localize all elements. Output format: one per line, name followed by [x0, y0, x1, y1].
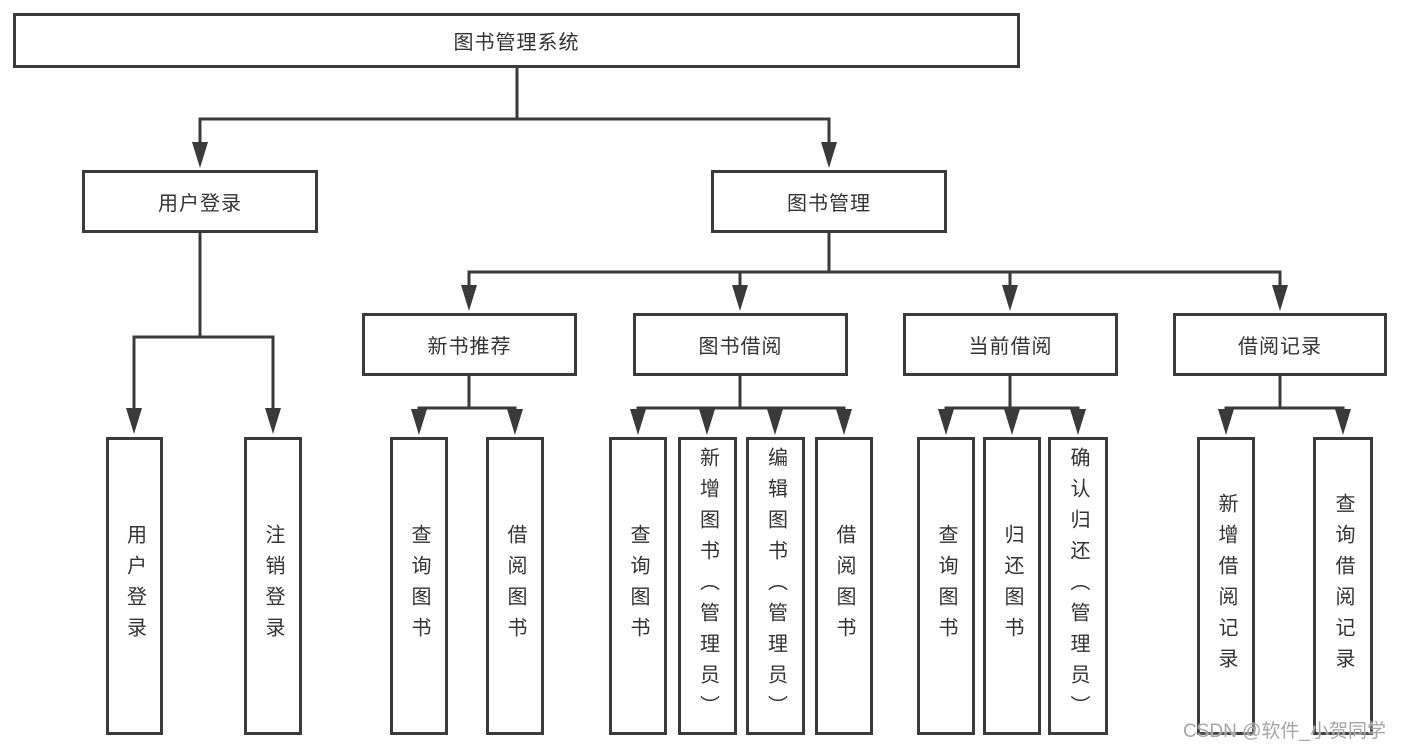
node-leaf-confirm-return-admin: 确认归还（管理员）	[1048, 437, 1108, 735]
arrowhead-icon	[411, 409, 427, 435]
arrowhead-icon	[126, 408, 142, 434]
arrowhead-icon	[1335, 409, 1351, 435]
node-leaf-logout: 注销登录	[244, 437, 302, 735]
node-new-book-recommend: 新书推荐	[362, 313, 577, 376]
node-label: 注销登录	[262, 524, 284, 648]
arrowhead-icon	[938, 409, 954, 435]
node-label: 确认归还（管理员）	[1067, 446, 1089, 726]
csdn-watermark: CSDN @软件_小贺同学	[1183, 721, 1386, 742]
node-label: 用户登录	[158, 193, 242, 215]
node-label: 图书管理	[787, 193, 871, 215]
connector-records-to-leaves	[1218, 374, 1351, 435]
node-label: 查询图书	[627, 524, 649, 648]
node-leaf-query-books-borrowing: 查询图书	[609, 437, 667, 735]
arrowhead-icon	[192, 142, 208, 168]
connector-borrow-to-leaves	[630, 374, 852, 435]
arrowhead-icon	[821, 142, 837, 168]
arrowhead-icon	[1002, 285, 1018, 311]
node-leaf-query-books-current: 查询图书	[917, 437, 975, 735]
arrowhead-icon	[732, 285, 748, 311]
arrowhead-icon	[1218, 409, 1234, 435]
arrowhead-icon	[630, 409, 646, 435]
node-book-management: 图书管理	[711, 170, 947, 233]
node-label: 图书借阅	[698, 336, 783, 358]
connector-bookmgmt-to-level3	[461, 231, 1288, 311]
node-label: 新增图书（管理员）	[696, 446, 719, 726]
node-label: 新增借阅记录	[1215, 493, 1237, 679]
arrowhead-icon	[1004, 409, 1020, 435]
node-leaf-borrow-books: 借阅图书	[815, 437, 873, 735]
node-label: 查询图书	[408, 524, 430, 648]
connector-userlogin-to-leaves	[126, 231, 281, 434]
node-leaf-add-borrow-record: 新增借阅记录	[1197, 437, 1255, 735]
connector-newrec-to-leaves	[411, 374, 523, 435]
node-leaf-borrow-books-recommend: 借阅图书	[486, 437, 544, 735]
arrowhead-icon	[1272, 285, 1288, 311]
arrowhead-icon	[507, 409, 523, 435]
node-current-borrowing: 当前借阅	[903, 313, 1118, 376]
node-label: 查询借阅记录	[1332, 493, 1354, 679]
arrowhead-icon	[836, 409, 852, 435]
node-root-system: 图书管理系统	[13, 13, 1020, 68]
node-user-login: 用户登录	[82, 170, 318, 233]
arrowhead-icon	[265, 408, 281, 434]
arrowhead-icon	[461, 285, 477, 311]
node-label: 借阅图书	[504, 524, 526, 648]
node-book-borrowing: 图书借阅	[633, 313, 848, 376]
node-borrowing-records: 借阅记录	[1173, 313, 1387, 376]
node-label: 查询图书	[935, 524, 957, 648]
node-leaf-query-borrow-record: 查询借阅记录	[1313, 437, 1373, 735]
arrowhead-icon	[699, 409, 715, 435]
node-leaf-add-books-admin: 新增图书（管理员）	[678, 437, 737, 735]
node-label: 编辑图书（管理员）	[764, 446, 787, 726]
node-label: 图书管理系统	[453, 32, 580, 54]
node-label: 新书推荐	[427, 336, 512, 358]
connector-current-to-leaves	[938, 374, 1086, 435]
node-label: 用户登录	[123, 524, 146, 648]
node-label: 借阅记录	[1238, 336, 1322, 358]
node-leaf-return-books: 归还图书	[983, 437, 1041, 735]
node-leaf-query-books-recommend: 查询图书	[390, 437, 448, 735]
arrowhead-icon	[1070, 409, 1086, 435]
node-label: 借阅图书	[833, 524, 855, 648]
node-leaf-edit-books-admin: 编辑图书（管理员）	[746, 437, 805, 735]
connector-root-to-level2	[192, 66, 837, 168]
arrowhead-icon	[767, 409, 783, 435]
node-leaf-user-login: 用户登录	[106, 437, 163, 735]
node-label: 归还图书	[1001, 524, 1023, 648]
node-label: 当前借阅	[968, 336, 1053, 358]
